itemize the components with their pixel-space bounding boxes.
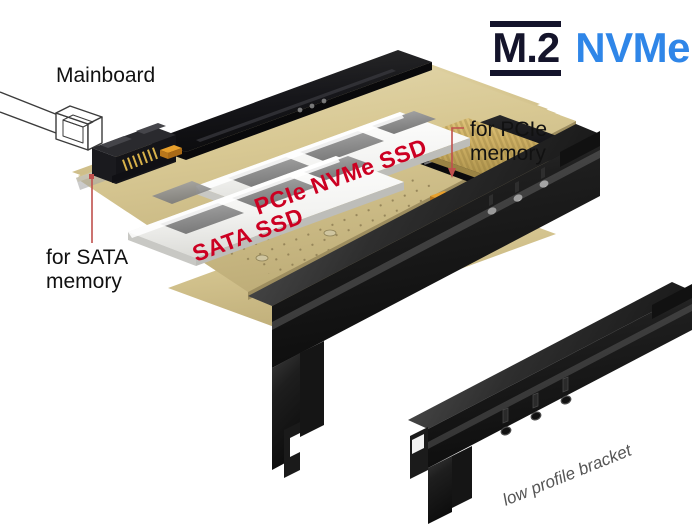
full-height-bracket — [248, 124, 600, 478]
low-profile-bracket-label-wrap: low profile bracket — [500, 441, 637, 512]
leader-markers — [89, 168, 456, 179]
m2-bottom-rule — [490, 69, 562, 76]
bracket-holes — [487, 167, 549, 215]
m2-standoffs — [255, 229, 337, 262]
callout-mainboard: Mainboard — [56, 64, 156, 87]
callout-sata-line2: memory — [46, 269, 122, 293]
m2-top-rule — [490, 21, 562, 27]
leader-lines — [91, 127, 464, 243]
callout-sata-line1: for SATA — [46, 246, 129, 269]
sata-cable-lineart — [0, 91, 103, 151]
m2-label: M.2 — [492, 24, 560, 71]
m2-badge: M.2 — [490, 12, 562, 85]
callout-for-sata-memory: for SATA memory — [46, 246, 128, 293]
ssd-module-sata — [128, 156, 404, 266]
low-profile-bracket — [408, 282, 692, 524]
m2-nvme-logo: M.2 NVMe — [490, 12, 690, 85]
sata-port — [92, 123, 176, 184]
callout-pcie-line2: memory — [470, 141, 546, 165]
callout-pcie-line1: for PCIe — [470, 118, 548, 141]
callout-for-pcie-memory: for PCIe memory — [470, 118, 547, 165]
nvme-label: NVMe — [575, 24, 690, 72]
low-profile-bracket-holes — [500, 376, 572, 436]
